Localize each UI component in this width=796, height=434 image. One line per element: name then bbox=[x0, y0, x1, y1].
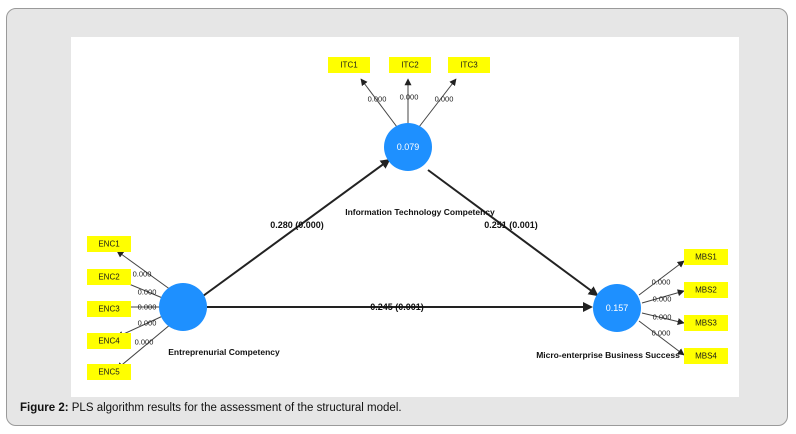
caption-text: PLS algorithm results for the assessment… bbox=[71, 402, 402, 414]
indicator-enc5: ENC5 bbox=[87, 364, 131, 380]
mbs1-label: MBS1 bbox=[695, 253, 717, 262]
itc-r-squared: 0.079 bbox=[397, 142, 420, 152]
path-enc-itc-arrow bbox=[202, 158, 391, 297]
indicator-itc1: ITC1 bbox=[328, 57, 370, 73]
mbs1-loading: 0.000 bbox=[652, 278, 671, 287]
mbs2-loading-arrow bbox=[641, 289, 685, 304]
enc3-label: ENC3 bbox=[98, 305, 120, 314]
mbs-construct-label: Micro-enterprise Business Success bbox=[536, 350, 680, 360]
itc3-loading: 0.000 bbox=[435, 95, 454, 104]
itc1-label: ITC1 bbox=[340, 61, 358, 70]
path-enc-itc-coefficient: 0.280 (0.000) bbox=[270, 220, 324, 230]
indicator-mbs3: MBS3 bbox=[684, 315, 728, 331]
itc3-label: ITC3 bbox=[460, 61, 478, 70]
enc1-loading-arrow bbox=[116, 250, 172, 291]
mbs1-loading-arrow bbox=[638, 260, 685, 296]
path-itc-mbs-coefficient: 0.251 (0.001) bbox=[484, 220, 538, 230]
enc5-label: ENC5 bbox=[98, 368, 120, 377]
construct-itc: 0.079 bbox=[384, 123, 432, 171]
mbs4-loading-arrow bbox=[638, 320, 685, 356]
enc4-loading: 0.000 bbox=[138, 319, 157, 328]
enc5-loading: 0.000 bbox=[135, 338, 154, 347]
figure-caption: Figure 2: PLS algorithm results for the … bbox=[20, 402, 402, 414]
construct-enc bbox=[159, 283, 207, 331]
indicator-enc2: ENC2 bbox=[87, 269, 131, 285]
mbs3-loading-arrow bbox=[641, 312, 685, 325]
pls-path-diagram: 0.280 (0.000) 0.251 (0.001) 0.245 (0.001… bbox=[87, 57, 728, 380]
indicator-mbs2: MBS2 bbox=[684, 282, 728, 298]
enc4-label: ENC4 bbox=[98, 337, 120, 346]
enc5-loading-arrow bbox=[116, 323, 172, 370]
enc-construct-label: Entreprenurial Competency bbox=[168, 347, 280, 357]
enc2-loading: 0.000 bbox=[138, 288, 157, 297]
mbs3-label: MBS3 bbox=[695, 319, 717, 328]
diagram-panel: 0.280 (0.000) 0.251 (0.001) 0.245 (0.001… bbox=[71, 37, 739, 397]
enc2-label: ENC2 bbox=[98, 273, 120, 282]
mbs3-loading: 0.000 bbox=[653, 313, 672, 322]
itc2-loading: 0.000 bbox=[400, 93, 419, 102]
mbs2-loading: 0.000 bbox=[653, 295, 672, 304]
itc1-loading: 0.000 bbox=[368, 95, 387, 104]
itc-construct-label: Information Technology Competency bbox=[345, 207, 495, 217]
itc3-loading-arrow bbox=[418, 78, 457, 128]
mbs4-loading: 0.000 bbox=[652, 329, 671, 338]
construct-mbs: 0.157 bbox=[593, 284, 641, 332]
indicator-itc3: ITC3 bbox=[448, 57, 490, 73]
indicator-enc4: ENC4 bbox=[87, 333, 131, 349]
enc3-loading: 0.000 bbox=[138, 303, 157, 312]
enc1-loading: 0.000 bbox=[133, 270, 152, 279]
itc1-loading-arrow bbox=[360, 78, 398, 128]
caption-label: Figure 2: bbox=[20, 402, 69, 414]
indicator-itc2: ITC2 bbox=[389, 57, 431, 73]
figure-frame: 0.280 (0.000) 0.251 (0.001) 0.245 (0.001… bbox=[6, 8, 788, 426]
mbs4-label: MBS4 bbox=[695, 352, 717, 361]
itc2-label: ITC2 bbox=[401, 61, 419, 70]
indicator-enc3: ENC3 bbox=[87, 301, 131, 317]
indicator-enc1: ENC1 bbox=[87, 236, 131, 252]
indicator-mbs1: MBS1 bbox=[684, 249, 728, 265]
path-itc-mbs-arrow bbox=[427, 169, 599, 297]
enc1-label: ENC1 bbox=[98, 240, 120, 249]
indicator-mbs4: MBS4 bbox=[684, 348, 728, 364]
path-enc-mbs-coefficient: 0.245 (0.001) bbox=[370, 302, 424, 312]
mbs2-label: MBS2 bbox=[695, 286, 717, 295]
mbs-r-squared: 0.157 bbox=[606, 303, 629, 313]
